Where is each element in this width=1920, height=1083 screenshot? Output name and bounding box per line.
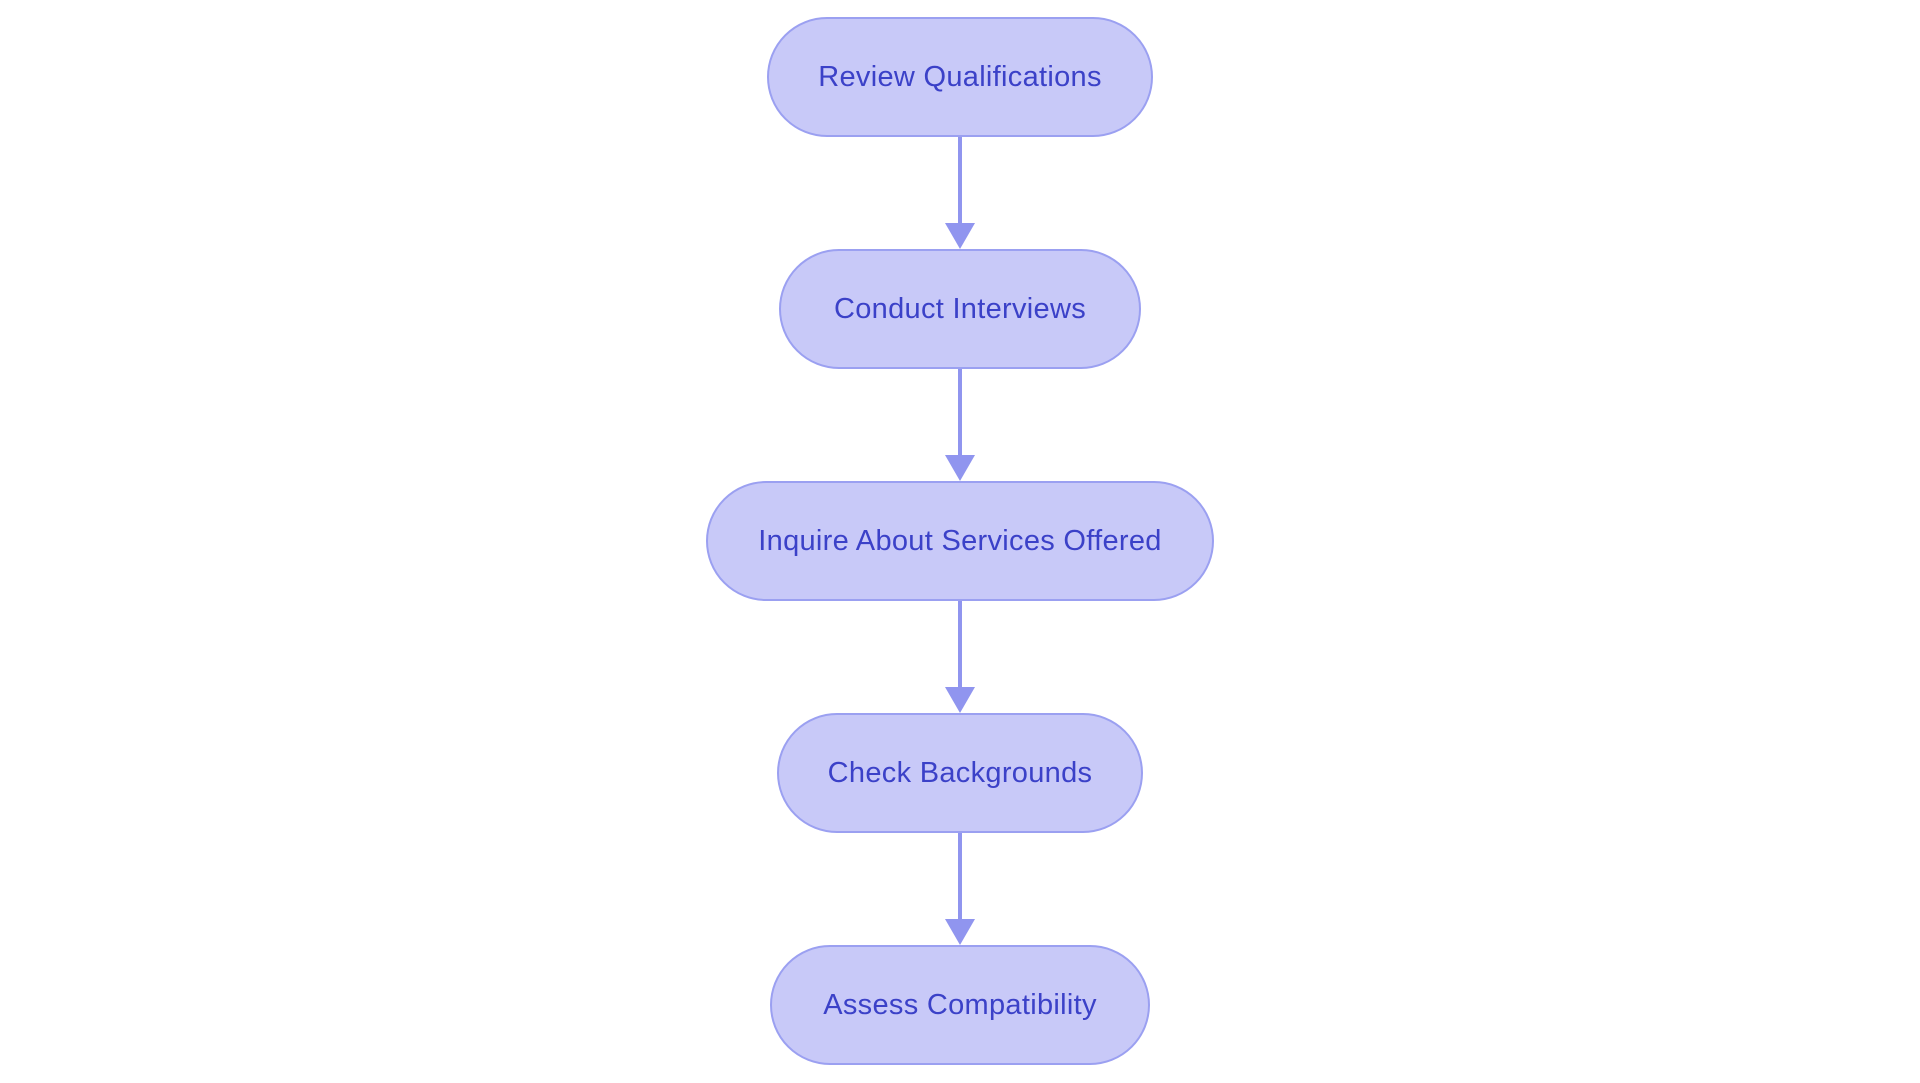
flow-node-review-qualifications: Review Qualifications bbox=[767, 17, 1153, 137]
flow-node-label: Assess Compatibility bbox=[823, 988, 1097, 1021]
arrow-services-to-backgrounds bbox=[945, 601, 975, 713]
flow-node-label: Check Backgrounds bbox=[827, 756, 1093, 789]
flow-node-inquire-services: Inquire About Services Offered bbox=[706, 481, 1214, 601]
arrow-backgrounds-to-compatibility bbox=[945, 833, 975, 945]
flow-node-label: Inquire About Services Offered bbox=[758, 524, 1162, 557]
flow-node-label: Conduct Interviews bbox=[833, 292, 1086, 325]
flow-node-check-backgrounds: Check Backgrounds bbox=[777, 713, 1143, 833]
flow-node-assess-compatibility: Assess Compatibility bbox=[770, 945, 1150, 1065]
flow-node-label: Review Qualifications bbox=[818, 60, 1102, 93]
flow-node-conduct-interviews: Conduct Interviews bbox=[779, 249, 1141, 369]
arrow-review-to-interviews bbox=[945, 137, 975, 249]
arrow-interviews-to-services bbox=[945, 369, 975, 481]
